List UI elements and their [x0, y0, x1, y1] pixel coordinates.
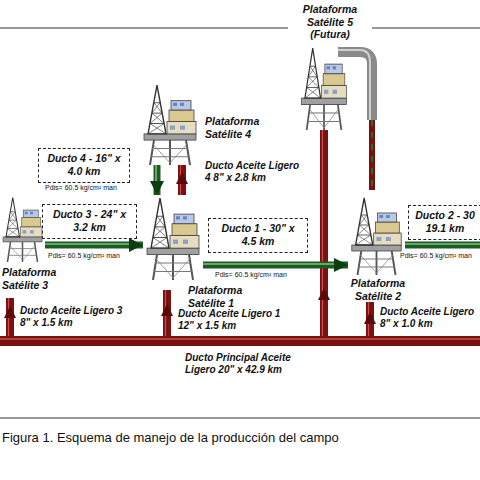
pipeline-box: Ducto 3 - 24" x 3.2 km [42, 204, 137, 239]
pipeline-spec: Ducto 1 - 30" x 4.5 km [214, 222, 302, 247]
pipe-label: Ducto Aceite Ligero 3 8" x 1.5 km [20, 305, 132, 329]
pipe-highlight [203, 263, 334, 265]
platform-name: Plataforma Satélite 5 (Futura) [292, 3, 368, 41]
pipe-label: Ducto Principal Aceite Ligero 20" x 42.9… [185, 352, 313, 376]
pressure-note: Pdis= 60.5 kg/cm² man [48, 252, 158, 260]
pipe-body [154, 165, 161, 195]
pipeline-spec: Ducto 4 - 16" x 4.0 km [44, 152, 124, 177]
platform-node: Plataforma Satélite 5 (Futura) [298, 45, 350, 130]
platform-name: Plataforma Satélite 3 [2, 266, 74, 291]
pipeline-box: Ducto 4 - 16" x 4.0 km [38, 148, 130, 183]
platform-node: Plataforma Satélite 3 [0, 195, 45, 262]
pipeline-connector [203, 264, 348, 265]
pipeline-spec: Ducto 3 - 24" x 3.2 km [48, 208, 131, 233]
pipe-label: Ducto Aceite Ligero 4 8" x 2.8 km [205, 160, 305, 184]
platform-node: Plataforma Satélite 4 [140, 82, 200, 165]
platform-drawing [143, 195, 203, 280]
pipe-label: Ducto Aceite Ligero 8" x 1.0 km [380, 306, 480, 330]
pipeline-box: Ducto 1 - 30" x 4.5 km [208, 218, 308, 253]
figure-caption: Figura 1. Esquema de manejo de la produc… [2, 430, 339, 445]
pipe-body [203, 262, 348, 269]
platform-drawing [298, 45, 350, 130]
platform-drawing [140, 82, 200, 165]
pipe-label: Ducto Aceite Ligero 1 12" x 1.5 km [178, 308, 296, 332]
pressure-note: Pdis= 60.5 kg/cm² man [400, 252, 480, 260]
platform-name: Plataforma Satélite 4 [205, 115, 277, 140]
platform-node: Plataforma Satélite 1 [143, 195, 203, 280]
pipeline-spec: Ducto 2 - 30 19.1 km [414, 209, 476, 234]
platform-drawing [348, 195, 405, 275]
pressure-note: Pdis= 60.5 kg/cm² man [45, 184, 155, 192]
pipeline-box: Ducto 2 - 30 19.1 km [408, 205, 480, 240]
pipe-body [45, 242, 143, 249]
pipeline-connector [45, 244, 143, 245]
platform-name: Plataforma Satélite 1 [188, 284, 260, 309]
pressure-note: Pdis= 60.5 kg/cm² man [215, 271, 307, 279]
pipe-highlight [45, 243, 129, 245]
platform-drawing [0, 195, 45, 262]
pipe-highlight [155, 165, 157, 181]
platform-node: Plataforma Satélite 2 [348, 195, 405, 275]
pipeline-connector [156, 165, 157, 195]
platform-name: Plataforma Satélite 2 [342, 277, 414, 302]
